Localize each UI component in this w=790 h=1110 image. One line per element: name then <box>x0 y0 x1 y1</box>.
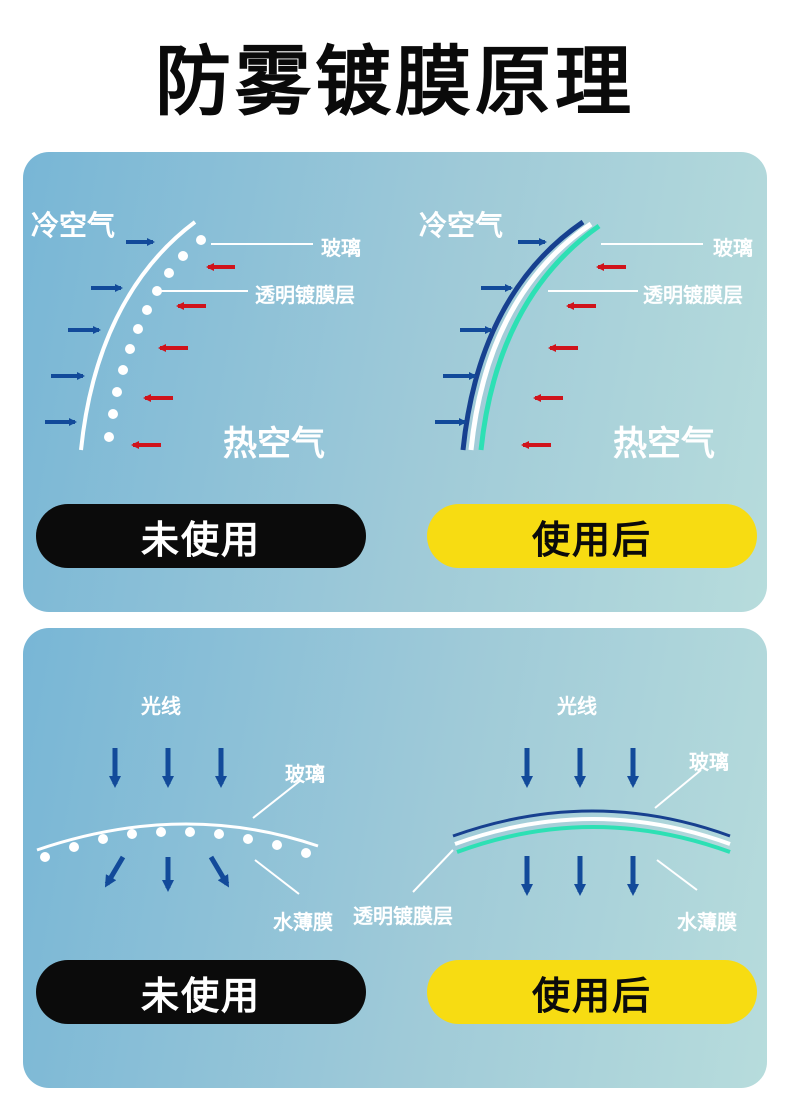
panel-light-transmission: 光线 玻璃 水薄膜 光线 玻璃 透明镀膜层 水薄膜 未使用 使用后 <box>23 628 767 1088</box>
light-label-right: 光线 <box>557 690 597 719</box>
cold-air-label-left: 冷空气 <box>31 204 115 244</box>
glass-label-bottom-right: 玻璃 <box>689 746 729 775</box>
panel-condensation: 冷空气 玻璃 透明镀膜层 热空气 冷空气 玻璃 透明镀膜层 热空气 未使用 使用… <box>23 152 767 612</box>
cold-air-label-right: 冷空气 <box>419 204 503 244</box>
passing-light-arrows-right <box>527 856 633 892</box>
glass-label-right: 玻璃 <box>713 232 753 261</box>
water-film-label-left: 水薄膜 <box>273 906 333 935</box>
hot-air-label-right: 热空气 <box>613 416 715 465</box>
status-before-pill-bottom: 未使用 <box>36 960 366 1024</box>
light-label-left: 光线 <box>141 690 181 719</box>
status-before-pill: 未使用 <box>36 504 366 568</box>
leader-coating-bottom-right <box>413 850 453 892</box>
hot-air-label-left: 热空气 <box>223 416 325 465</box>
water-droplets-left <box>104 235 206 442</box>
leader-water-bottom-left <box>255 860 299 894</box>
light-arrows-right <box>527 748 633 784</box>
glass-curve-left <box>81 222 195 450</box>
coating-label-bottom-right: 透明镀膜层 <box>353 900 453 929</box>
hot-air-arrows-right <box>523 267 626 445</box>
leader-glass-bottom-right <box>655 770 701 808</box>
glass-label-left: 玻璃 <box>321 232 361 261</box>
page-title: 防雾镀膜原理 <box>0 20 790 130</box>
leader-water-bottom-right <box>657 860 697 890</box>
water-film-label-right: 水薄膜 <box>677 906 737 935</box>
status-after-pill-bottom: 使用后 <box>427 960 757 1024</box>
scattered-light-arrows-left <box>107 857 227 888</box>
coating-label-right: 透明镀膜层 <box>643 279 743 308</box>
status-after-pill: 使用后 <box>427 504 757 568</box>
coating-label-left: 透明镀膜层 <box>255 279 355 308</box>
glass-label-bottom-left: 玻璃 <box>285 758 325 787</box>
light-arrows-left <box>115 748 221 784</box>
hot-air-arrows-left <box>133 267 235 445</box>
